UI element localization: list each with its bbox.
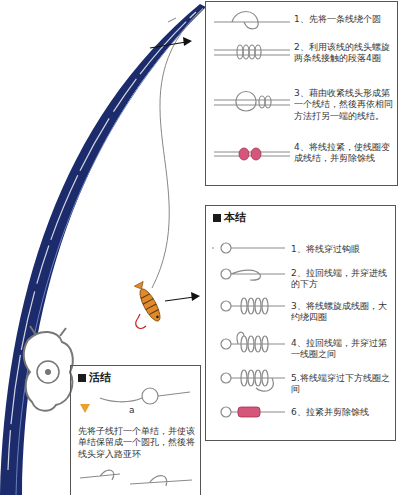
line-tick [168, 18, 176, 22]
knot-panel: 1、先将一条线绕个圆 2、利用该线的线头螺旋两条线接触的段落4圈 3、藉由收紧线头形… [205, 1, 398, 186]
knot-sketch [80, 388, 192, 486]
lure-icon [80, 404, 90, 413]
fishing-rod [0, 4, 206, 495]
step-text: 6、拉紧并剪除馀线 [291, 407, 392, 418]
pointer-arrow [165, 292, 200, 301]
panel-heading: 本结 [224, 211, 246, 224]
knot-tightened [238, 407, 260, 417]
heading-marker [213, 214, 221, 222]
fishing-line [152, 8, 203, 288]
reel [24, 326, 73, 411]
pointer-arrow [150, 37, 192, 48]
rod-edge [16, 9, 203, 495]
step-text: 4、将线拉紧，使线圈变成线结，并剪除馀线 [294, 142, 394, 165]
rod-highlight [8, 12, 196, 470]
treble-hook [136, 314, 146, 328]
step-text: 先将子线打一个单结，并使该单结保留成一个圆孔，然後将线头穿入路亚环 [78, 426, 196, 460]
step-text: 1、先将一条线绕个圆 [294, 14, 394, 25]
panel-heading: 活结 [89, 371, 111, 384]
step-text: 5.将线端穿过下方线圈之间 [291, 373, 392, 396]
step-text: 1、将线穿过钩眼 [291, 244, 392, 255]
step-text: 3、将线螺旋成线圈，大约绕四圈 [291, 301, 392, 324]
knot-panel: 活结先将子线打一个单结，并使该单结保留成一个圆孔，然後将线头穿入路亚环 [70, 365, 201, 495]
step-text: 2、利用该线的线头螺旋两条线接触的段落4圈 [294, 42, 394, 65]
step-text: 4、拉回线端，并穿过第一线圈之间 [291, 338, 392, 361]
knot-sketch [214, 12, 290, 157]
step-text: 3、藉由收紧线头形成第一个线结，然後再依相同方法打另一端的线结。 [294, 88, 394, 122]
knot-panel: 本结 1、将线穿过钩眼 2、拉回线端，并穿进线的下方 3、将线螺旋成线圈，大约绕四圈 4… [205, 205, 396, 441]
step-text: 2、拉回线端，并穿进线的下方 [291, 268, 392, 291]
knot-tightened [239, 148, 261, 160]
knot-sketch [212, 243, 285, 417]
callout-letter: a [129, 406, 135, 415]
heading-marker [78, 374, 86, 382]
